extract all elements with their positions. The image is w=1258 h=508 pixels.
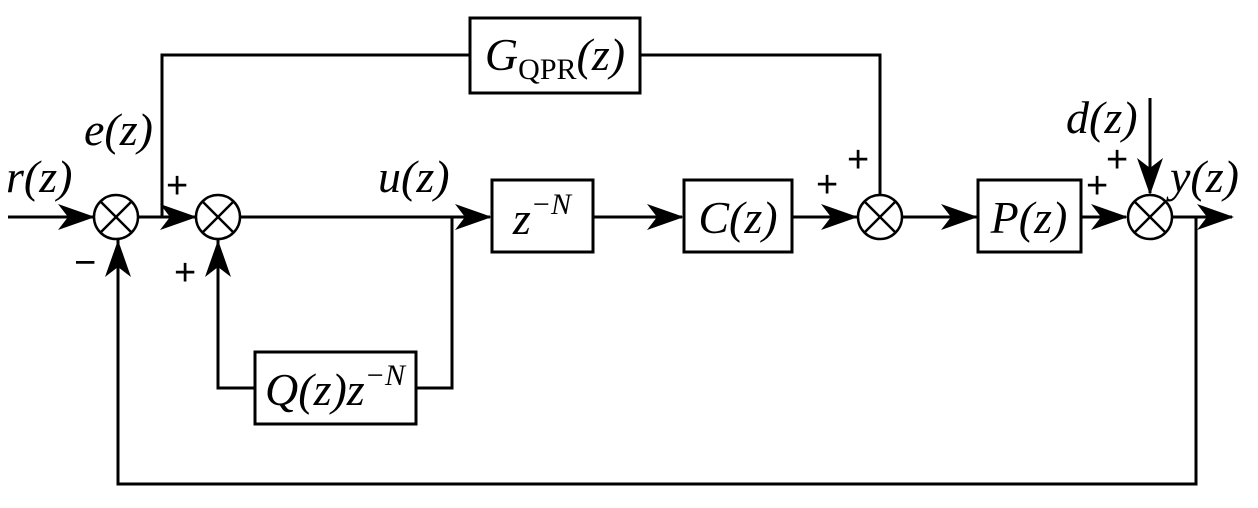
internal-model-feedback-wire [416, 217, 454, 390]
svg-text:C(z): C(z) [698, 192, 777, 243]
arrowhead-feedback-into-sum1 [105, 240, 131, 277]
plant-block: P(z) [976, 178, 1083, 254]
qpr-feedforward-wire-left [160, 53, 470, 217]
control-signal-label: u(z) [378, 151, 450, 202]
reference-signal-label: r(z) [6, 151, 72, 202]
output-signal-label: y(z) [1166, 151, 1239, 202]
summing-junction-4 [1126, 193, 1174, 241]
svg-text:z−N: z−N [512, 188, 573, 244]
sum4-top-plus-sign: + [1106, 139, 1128, 181]
delay-block: z−N [490, 178, 595, 254]
disturbance-signal-label: d(z) [1066, 92, 1138, 143]
summing-junction-1 [92, 193, 140, 241]
arrowhead-into-sum4 [1091, 204, 1128, 230]
arrowhead-into-delay [455, 204, 492, 230]
arrowhead-into-controller [647, 204, 684, 230]
arrowhead-into-sum1 [58, 204, 95, 230]
main-feedback-wire [116, 217, 1198, 486]
qpr-feedforward-wire-right [640, 53, 882, 195]
sum1-minus-sign: − [74, 242, 96, 284]
gqpr-block: GQPR(z) [468, 16, 642, 95]
controller-block: C(z) [682, 178, 794, 254]
arrowhead-output [1197, 204, 1234, 230]
svg-text:P(z): P(z) [990, 192, 1068, 243]
sum4-left-plus-sign: + [1086, 165, 1108, 207]
sum3-top-plus-sign: + [847, 139, 869, 181]
arrowhead-into-sum2 [160, 204, 197, 230]
svg-text:Q(z)z−N: Q(z)z−N [265, 359, 407, 415]
error-signal-label: e(z) [84, 104, 153, 155]
sum2-left-plus-sign: + [166, 165, 188, 207]
summing-junction-3 [856, 193, 904, 241]
arrowhead-into-sum3 [821, 204, 858, 230]
internal-model-return-wire [216, 240, 255, 390]
q-filter-block: Q(z)z−N [253, 350, 418, 426]
svg-text:GQPR(z): GQPR(z) [485, 29, 625, 86]
summing-junction-2 [194, 193, 242, 241]
arrowhead-into-plant [941, 204, 978, 230]
arrowhead-internal-model-into-sum2 [205, 240, 231, 277]
sum3-left-plus-sign: + [816, 164, 838, 206]
arrowhead-disturbance [1137, 158, 1163, 195]
sum2-bottom-plus-sign: + [174, 252, 196, 294]
